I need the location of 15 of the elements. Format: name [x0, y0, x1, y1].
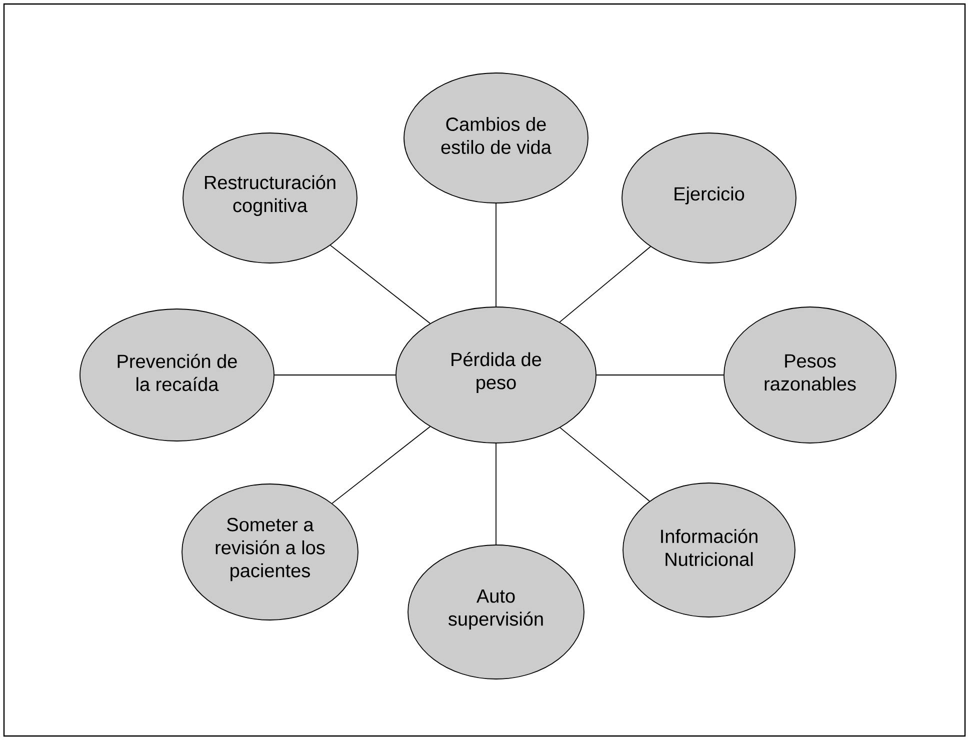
connector-line: [332, 426, 431, 504]
connector-line: [560, 427, 650, 502]
ellipse-node: Prevención de la recaída: [80, 308, 274, 442]
connector-line: [559, 246, 651, 323]
connector-line: [274, 374, 396, 376]
ellipse-node: Información Nutricional: [622, 482, 796, 618]
ellipse-node: Pérdida de peso: [396, 306, 596, 444]
ellipse-node: Ejercicio: [622, 132, 796, 264]
ellipse-node: Pesos razonables: [724, 306, 896, 444]
ellipse-node: Auto supervisión: [408, 544, 584, 680]
ellipse-node: Someter a revisión a los pacientes: [182, 484, 358, 620]
ellipse-node: Restructuración cognitiva: [182, 132, 358, 264]
connector-line: [596, 374, 724, 376]
ellipse-node: Cambios de estilo de vida: [404, 72, 588, 204]
connector-line: [330, 244, 431, 324]
